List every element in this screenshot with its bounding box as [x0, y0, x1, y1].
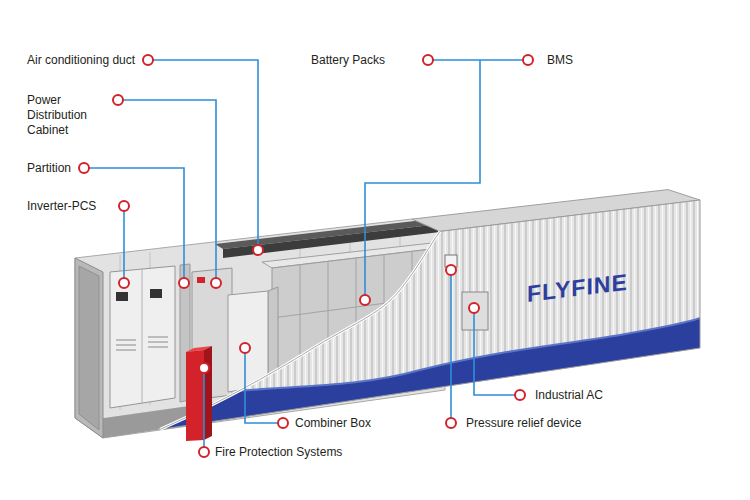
callout-dot: [143, 55, 153, 65]
end-wall: [75, 258, 103, 438]
end-wall: [79, 266, 99, 430]
callout-dot: [119, 278, 129, 288]
inverter-cabinet: [142, 269, 143, 403]
distribution-cabinet: [197, 277, 205, 283]
callout-dot: [278, 418, 288, 428]
part-label: Partition: [27, 161, 71, 175]
leader-line: [474, 308, 520, 395]
inverter-cabinet: [150, 289, 162, 298]
callout-dot: [523, 55, 533, 65]
inverter-cabinet: [116, 337, 168, 350]
callout-dot: [423, 55, 433, 65]
leader-line: [245, 348, 283, 423]
part-label: BMS: [547, 53, 573, 67]
callout-dot: [199, 363, 209, 373]
part-label: Fire Protection Systems: [215, 445, 342, 459]
leader-line: [148, 60, 258, 250]
part-label: Pressure relief device: [466, 416, 581, 430]
callout-dot: [446, 418, 456, 428]
callout-dot: [119, 201, 129, 211]
callout-dot: [113, 95, 123, 105]
inverter-cabinet: [110, 266, 175, 408]
leader-line: [203, 368, 205, 452]
brand-logo: FLYFINE: [527, 269, 628, 307]
callout-dot: [79, 163, 89, 173]
callout-dot: [515, 390, 525, 400]
leader-line: [118, 100, 216, 283]
inverter-cabinet: [110, 266, 175, 408]
container-wall: [160, 318, 700, 440]
leader-line: [84, 60, 528, 452]
callout-dot: [199, 447, 209, 457]
air-conditioning-duct: [215, 219, 440, 258]
inverter-cabinet: [116, 292, 128, 301]
part-label: Inverter-PCS: [27, 199, 96, 213]
container-wall: [160, 200, 700, 429]
container-wall: [160, 200, 700, 440]
part-label: Combiner Box: [295, 416, 371, 430]
callout-dot: [446, 265, 456, 275]
callout-dot: [240, 343, 250, 353]
leader-line: [84, 168, 184, 283]
callout-dot: [179, 278, 189, 288]
callout-dot: [79, 55, 533, 457]
fire-protection-unit: [204, 346, 212, 440]
part-label: Power Distribution Cabinet: [27, 93, 99, 138]
callout-dot: [469, 303, 479, 313]
part-label: Air conditioning duct: [27, 53, 135, 67]
part-label: Industrial AC: [535, 388, 603, 402]
callout-dot: [360, 295, 370, 305]
callout-dot: [253, 245, 263, 255]
wall-devices: [462, 292, 488, 330]
fire-protection-unit: [186, 346, 212, 441]
end-wall: [75, 258, 103, 438]
leader-line: [123, 206, 125, 283]
air-conditioning-duct: [223, 224, 440, 258]
leader-line: [450, 270, 452, 423]
part-label: Battery Packs: [311, 53, 385, 67]
leader-line: [365, 60, 528, 300]
callout-dot: [211, 278, 221, 288]
